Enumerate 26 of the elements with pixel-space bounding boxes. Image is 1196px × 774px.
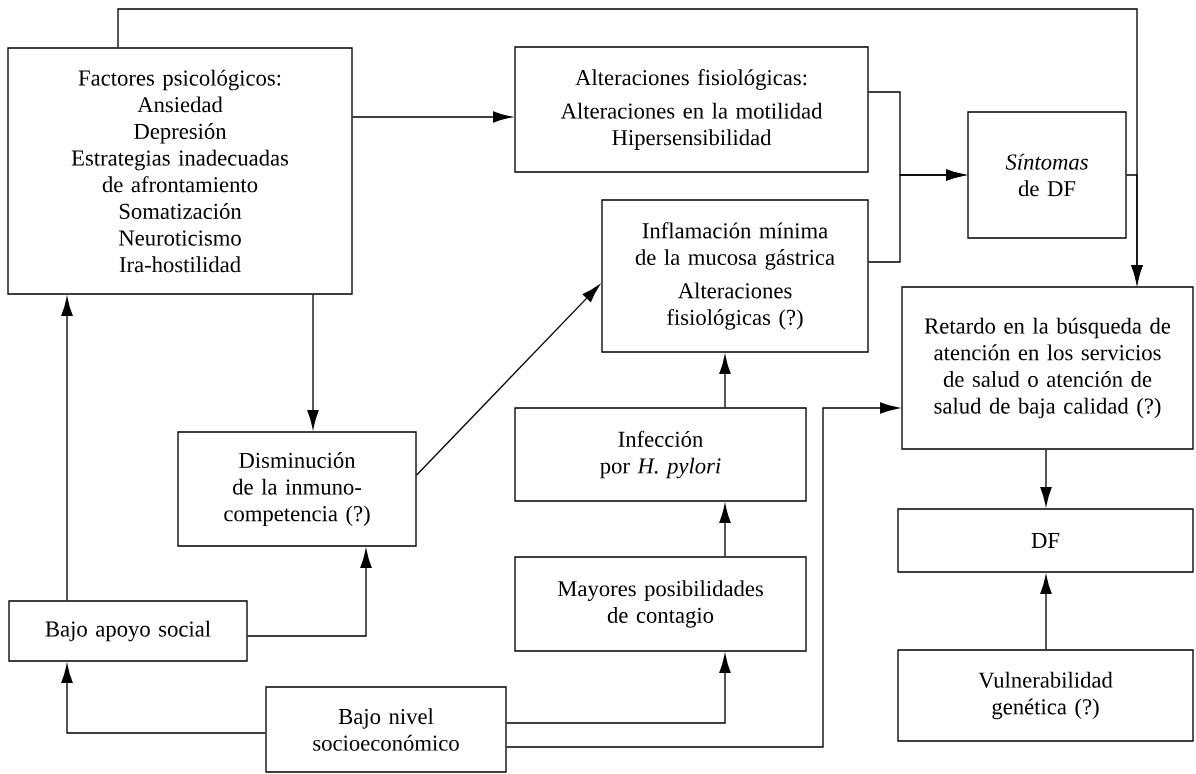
box: Síntomas de DF — [967, 111, 1127, 239]
arrow — [719, 355, 731, 408]
arrow — [352, 111, 512, 123]
arrow — [1040, 449, 1052, 506]
box: Disminución de la inmuno-competencia (?) — [177, 431, 417, 547]
box: DF — [897, 508, 1194, 573]
arrow — [1126, 174, 1143, 284]
arrow — [61, 664, 266, 734]
arrow — [719, 504, 731, 557]
arrow — [307, 294, 319, 429]
arrow — [868, 169, 965, 263]
arrow — [506, 402, 899, 748]
arrow — [1040, 575, 1052, 650]
arrow — [506, 654, 731, 724]
box: Infección por H. pylori — [514, 407, 807, 502]
box: Mayores posibilidades de contagio — [514, 556, 807, 652]
box: Vulnerabilidad genética (?) — [897, 649, 1194, 742]
box: Alteraciones fisiológicas: Alteraciones en la motilidad Hipersensibilidad — [514, 46, 869, 173]
box: Bajo apoyo social — [8, 600, 248, 662]
box: Inflamación mínima de la mucosa gástrica Alteraciones fisiológicas (?) — [601, 199, 869, 353]
arrow — [247, 549, 372, 637]
box: Factores psicológicos: Ansiedad Depresión Estrategias inadecuadas de afrontamiento Somatización Neuroticismo Ira-hostilidad — [7, 47, 353, 295]
arrow — [61, 297, 73, 601]
box: Bajo nivel socioeconómico — [265, 686, 507, 773]
arrow — [416, 284, 600, 476]
box: Retardo en la búsqueda de atención en los servicios de salud o atención de salud de baja calidad (?) — [901, 286, 1194, 450]
